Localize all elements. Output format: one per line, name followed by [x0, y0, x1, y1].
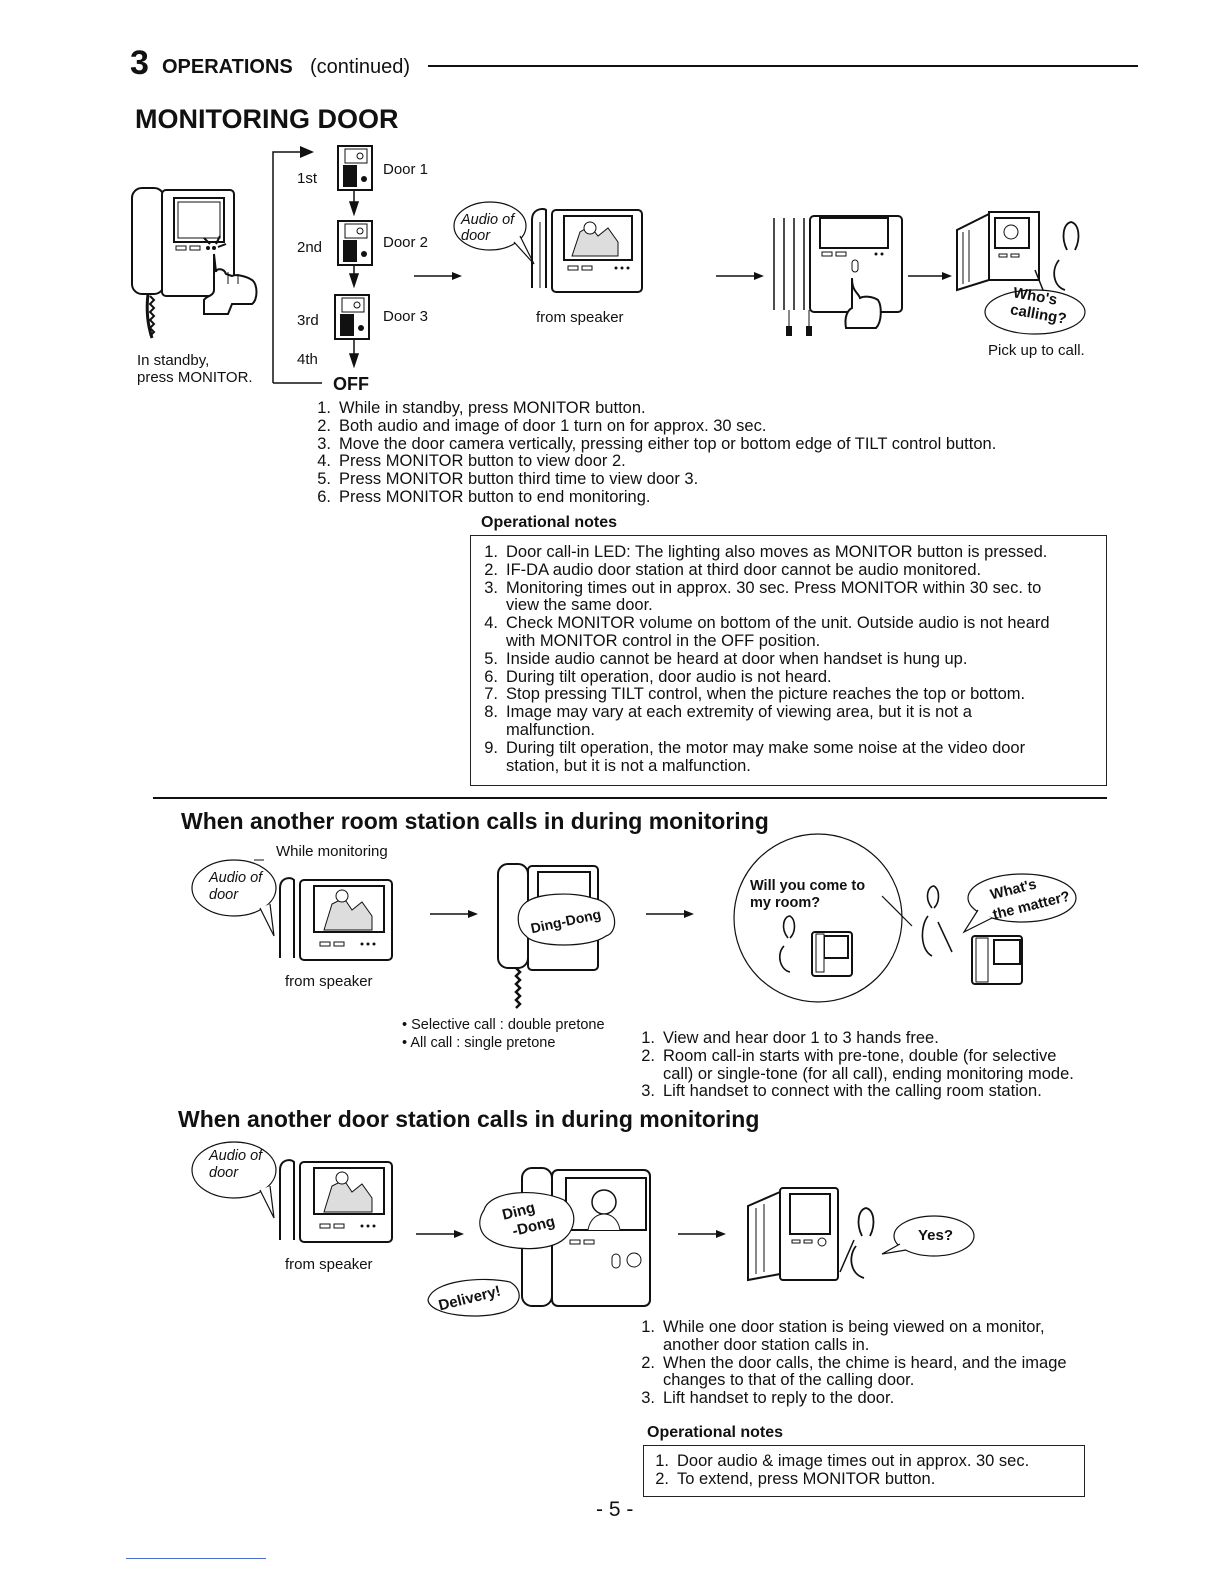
operational-notes-box: 1.Door call-in LED: The lighting also mo…: [470, 535, 1107, 786]
list-item: 6.During tilt operation, door audio is n…: [484, 667, 832, 686]
off-label: OFF: [333, 374, 369, 394]
flow-arrow: [430, 910, 478, 918]
list-item: call) or single-tone (for all call), end…: [663, 1064, 1074, 1083]
list-item: 6.Press MONITOR button to end monitoring…: [317, 487, 651, 506]
door-call-notes-box: 1.Door audio & image times out in approx…: [643, 1445, 1085, 1497]
door-call-notes-heading: Operational notes: [647, 1424, 784, 1441]
ding-dong-monitor-illustration: [496, 862, 622, 1016]
will-you-come-line1: Will you come to: [750, 878, 866, 894]
audio-bubble-line2: door: [461, 228, 491, 244]
sequence-door-1: Door 1: [383, 161, 429, 178]
sequence-step-4: 4th: [297, 351, 318, 368]
list-item: view the same door.: [506, 596, 653, 615]
audio-bubble-line2: door: [209, 887, 239, 903]
sequence-step-1: 1st: [297, 170, 318, 187]
room-call-monitor-audio-illustration: [190, 852, 396, 962]
footer-rule: [126, 1558, 266, 1559]
list-item: 2.IF-DA audio door station at third door…: [484, 560, 982, 579]
while-monitoring-caption: While monitoring: [276, 843, 388, 860]
sequence-step-3: 3rd: [297, 312, 319, 329]
header-rule: [428, 65, 1138, 67]
pretone-bullets: • Selective call : double pretone • All …: [402, 1016, 605, 1052]
list-item: 1.While one door station is being viewed…: [641, 1318, 1045, 1336]
audio-bubble-line2: door: [209, 1165, 239, 1181]
list-item: 2.To extend, press MONITOR button.: [655, 1469, 936, 1488]
list-item: 1.While in standby, press MONITOR button…: [317, 399, 646, 417]
door-station-1-icon: [337, 145, 373, 191]
list-item: 9.During tilt operation, the motor may m…: [484, 738, 1026, 757]
door-call-monitor-audio-illustration: [190, 1134, 396, 1244]
flow-arrow: [414, 272, 462, 280]
list-item: 3.Lift handset to connect with the calli…: [641, 1082, 1042, 1101]
door-call-steps: 1.While one door station is being viewed…: [630, 1318, 1110, 1408]
door-call-title: When another door station calls in durin…: [178, 1106, 760, 1132]
section-divider: [153, 797, 1107, 799]
operational-notes-list: 1.Door call-in LED: The lighting also mo…: [473, 543, 1103, 775]
room-to-room-illustration: [732, 842, 1082, 1002]
from-speaker-caption: from speaker: [285, 1256, 373, 1273]
flow-arrow: [678, 1230, 726, 1238]
room-call-steps: 1.View and hear door 1 to 3 hands free. …: [630, 1029, 1130, 1101]
list-item: 2.Room call-in starts with pre-tone, dou…: [641, 1046, 1057, 1065]
flow-arrow: [416, 1230, 464, 1238]
page-title: MONITORING DOOR: [135, 104, 399, 134]
list-item: 2.When the door calls, the chime is hear…: [641, 1353, 1067, 1372]
list-item: with MONITOR control in the OFF position…: [506, 631, 821, 650]
pickup-caption: Pick up to call.: [988, 342, 1085, 359]
sequence-bracket: [270, 146, 360, 400]
monitor-audio-illustration: [448, 200, 648, 292]
page-number: - 5 -: [596, 1498, 634, 1521]
list-item: station, but it is not a malfunction.: [506, 756, 751, 775]
list-item: 5.Inside audio cannot be heard at door w…: [484, 649, 968, 668]
standby-caption-line2: press MONITOR.: [137, 369, 253, 386]
list-item: 3.Lift handset to reply to the door.: [641, 1389, 895, 1408]
list-item: 2.Both audio and image of door 1 turn on…: [317, 416, 767, 435]
from-speaker-caption: from speaker: [536, 309, 624, 326]
operational-notes-heading: Operational notes: [481, 514, 618, 531]
list-item: another door station calls in.: [663, 1335, 870, 1354]
yes-text: Yes?: [918, 1227, 954, 1244]
pickup-illustration: [955, 200, 1105, 340]
flow-arrow: [908, 272, 952, 280]
room-call-title: When another room station calls in durin…: [181, 808, 769, 834]
list-item: • Selective call : double pretone: [402, 1017, 605, 1033]
list-item: malfunction.: [506, 720, 595, 739]
list-item: changes to that of the calling door.: [663, 1371, 915, 1390]
section-continued: (continued): [310, 56, 411, 78]
list-item: 1.Door audio & image times out in approx…: [655, 1452, 1030, 1470]
will-you-come-line2: my room?: [750, 895, 821, 911]
monitor-press-illustration: [766, 214, 906, 336]
sequence-door-2: Door 2: [383, 234, 429, 251]
monitoring-steps: 1.While in standby, press MONITOR button…: [306, 399, 1086, 507]
list-item: 3.Monitoring times out in approx. 30 sec…: [484, 578, 1042, 597]
list-item: 1.View and hear door 1 to 3 hands free.: [641, 1029, 939, 1047]
monitor-unit-illustration: [128, 186, 268, 356]
list-item: 8.Image may vary at each extremity of vi…: [484, 703, 972, 722]
door-station-3-icon: [334, 294, 370, 340]
list-item: 5.Press MONITOR button third time to vie…: [317, 470, 699, 489]
list-item: 4.Check MONITOR volume on bottom of the …: [484, 614, 1050, 633]
sequence-door-3: Door 3: [383, 308, 429, 325]
list-item: 1.Door call-in LED: The lighting also mo…: [484, 543, 1048, 561]
reply-illustration: [744, 1180, 980, 1290]
from-speaker-caption: from speaker: [285, 973, 373, 990]
list-item: 7.Stop pressing TILT control, when the p…: [484, 685, 1026, 704]
audio-bubble-line1: Audio of: [209, 870, 263, 886]
delivery-monitor-illustration: [424, 1166, 654, 1322]
sequence-step-2: 2nd: [297, 239, 323, 256]
standby-caption-line1: In standby,: [137, 352, 210, 369]
section-title: OPERATIONS: [162, 56, 293, 78]
section-number: 3: [130, 44, 149, 82]
flow-arrow: [646, 910, 694, 918]
audio-bubble-line1: Audio of: [461, 212, 515, 228]
door-station-2-icon: [337, 220, 373, 266]
list-item: • All call : single pretone: [402, 1035, 556, 1051]
flow-arrow: [716, 272, 764, 280]
audio-bubble-line1: Audio of: [209, 1148, 263, 1164]
list-item: 3.Move the door camera vertically, press…: [317, 434, 997, 453]
list-item: 4.Press MONITOR button to view door 2.: [317, 452, 626, 471]
door-call-notes-list: 1.Door audio & image times out in approx…: [644, 1452, 1080, 1489]
